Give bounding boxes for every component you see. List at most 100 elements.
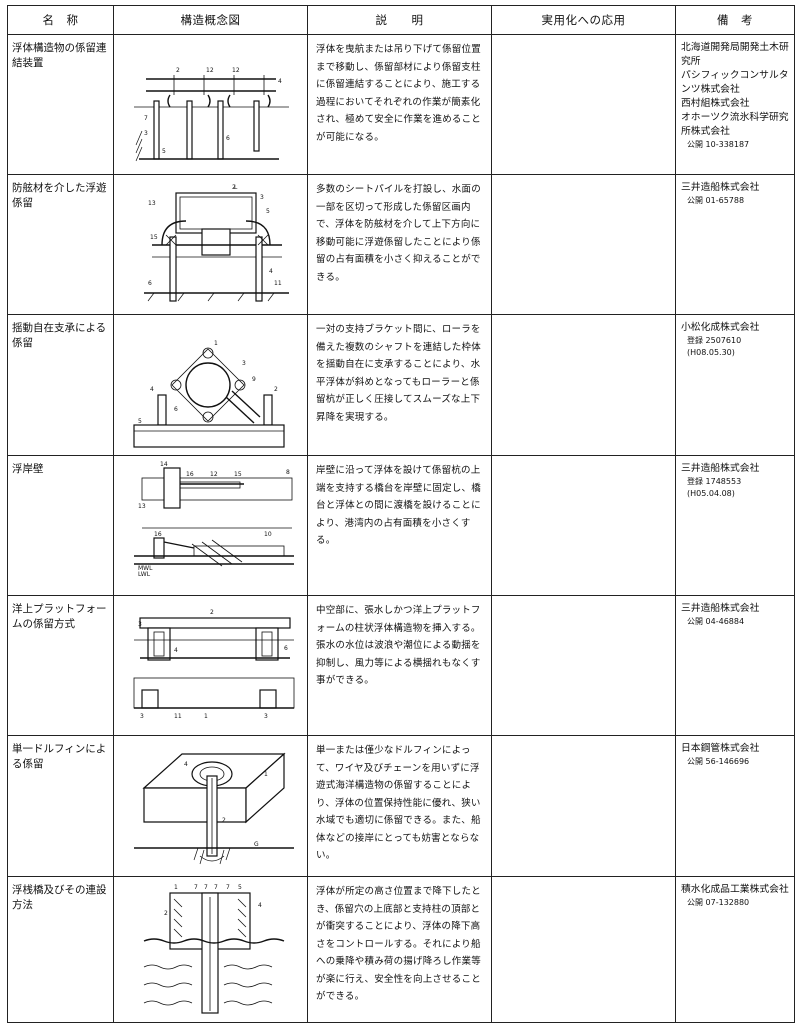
row-name: 単一ドルフィンによる係留 [7,735,114,877]
svg-text:11: 11 [274,280,282,287]
svg-text:3: 3 [138,621,142,628]
applicant: 積水化成品工業株式会社 [681,884,789,895]
svg-text:5: 5 [266,208,270,215]
patent-ref: 公開 10-338187 [687,140,750,149]
svg-text:G: G [254,841,259,848]
svg-text:4: 4 [184,761,188,768]
header-application: 実用化への応用 [491,5,676,35]
header-name: 名 称 [7,5,114,35]
applicant: 北海道開発局開発土木研究所 [681,42,789,67]
patent-date: (H05.04.08) [687,489,735,498]
svg-text:2: 2 [232,184,236,191]
row-description: 単一または僅少なドルフィンによって、ワイヤ及びチェーンを用いずに浮遊式海洋構造物… [307,735,492,877]
row-description: 岸壁に沿って浮体を設けて係留杭の上端を支持する橋台を岸壁に固定し、橋台と浮体との… [307,455,492,596]
svg-text:7: 7 [144,115,148,122]
svg-text:12: 12 [232,67,240,74]
applicant: パシフィックコンサルタンツ株式会社 [681,70,789,95]
svg-text:12: 12 [206,67,214,74]
applicant: 三井造船株式会社 [681,603,760,614]
patent-ref: 登録 2507610 [687,336,742,345]
patent-ref: 公開 56-146696 [687,757,750,766]
row-name: 洋上プラットフォームの係留方式 [7,595,114,736]
row-description: 浮体を曳航または吊り下げて係留位置まで移動し、係留部材により係留支柱に係留連結す… [307,34,492,175]
svg-text:16: 16 [186,471,194,478]
patent-ref: 公開 01-65788 [687,196,745,205]
svg-text:3: 3 [144,130,148,137]
svg-text:4: 4 [278,78,282,85]
row-description: 中空部に、張水しかつ洋上プラットフォームの柱状浮体構造物を挿入する。張水の水位は… [307,595,492,736]
svg-text:6: 6 [284,645,288,652]
svg-text:1: 1 [214,340,218,347]
svg-text:15: 15 [150,234,158,241]
svg-text:10: 10 [264,531,272,538]
row-name: 浮岸壁 [7,455,114,596]
svg-text:11: 11 [174,713,182,720]
svg-text:6: 6 [148,280,152,287]
applicant: 三井造船株式会社 [681,463,760,474]
applicant: 日本鋼管株式会社 [681,743,760,754]
svg-text:8: 8 [286,469,290,476]
svg-text:3: 3 [140,713,144,720]
svg-text:2: 2 [222,817,226,824]
header-description: 説 明 [307,5,492,35]
row-remarks: 北海道開発局開発土木研究所 パシフィックコンサルタンツ株式会社 西村組株式会社 … [675,34,795,175]
svg-text:16: 16 [154,531,162,538]
header-row: 名 称 構造概念図 説 明 実用化への応用 備 考 [7,5,795,35]
svg-text:3: 3 [264,713,268,720]
svg-text:9: 9 [252,376,256,383]
row-description: 多数のシートパイルを打設し、水面の一部を区切って形成した係留区画内で、浮体を防舷… [307,174,492,315]
svg-text:13: 13 [138,503,146,510]
svg-text:3: 3 [242,360,246,367]
svg-text:2: 2 [210,609,214,616]
row-name: 浮体構造物の係留連結装置 [7,34,114,175]
row-application [491,455,676,596]
svg-text:4: 4 [269,268,273,275]
row-application [491,735,676,877]
row-remarks: 積水化成品工業株式会社 公開 07-132880 [675,876,795,1023]
svg-text:7: 7 [226,884,230,891]
row-remarks: 三井造船株式会社 登録 1748553 (H05.04.08) [675,455,795,596]
header-remarks: 備 考 [675,5,795,35]
row-name: 浮桟橋及びその連設方法 [7,876,114,1023]
svg-text:3: 3 [260,194,264,201]
patent-date: (H08.05.30) [687,348,735,357]
row-application [491,314,676,456]
svg-text:4: 4 [174,647,178,654]
row-description: 一対の支持ブラケット間に、ローラを備えた複数のシャフトを連結した枠体を揺動自在に… [307,314,492,456]
applicant: 小松化成株式会社 [681,322,760,333]
applicant: 三井造船株式会社 [681,182,760,193]
svg-text:7: 7 [214,884,218,891]
row-description: 浮体が所定の高さ位置まで降下したとき、係留穴の上底部と支持柱の頂部とが衝突するこ… [307,876,492,1023]
row-application [491,595,676,736]
patent-ref: 公開 07-132880 [687,898,750,907]
row-name: 防舷材を介した浮遊係留 [7,174,114,315]
svg-text:MWL: MWL [138,565,153,572]
row-remarks: 三井造船株式会社 公開 04-46884 [675,595,795,736]
svg-text:LWL: LWL [138,571,151,578]
svg-text:15: 15 [234,471,242,478]
row-remarks: 小松化成株式会社 登録 2507610 (H08.05.30) [675,314,795,456]
row-remarks: 三井造船株式会社 公開 01-65788 [675,174,795,315]
row-application [491,876,676,1023]
svg-text:1: 1 [204,713,208,720]
svg-text:6: 6 [226,135,230,142]
svg-text:5: 5 [138,418,142,425]
